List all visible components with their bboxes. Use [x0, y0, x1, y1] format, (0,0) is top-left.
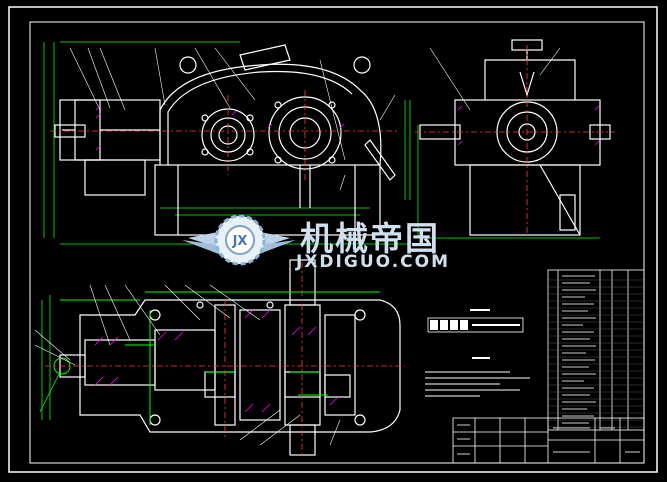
sheet-inner-border: [29, 21, 645, 464]
watermark-logo: JX: [182, 214, 296, 266]
top-section-view: [34, 259, 405, 458]
logo-text: JX: [232, 234, 248, 249]
title-block: [452, 417, 645, 464]
watermark-site: JXDIGUO.COM: [296, 252, 451, 272]
parts-list: [547, 269, 645, 431]
technical-notes: [425, 309, 530, 397]
side-view: [415, 39, 615, 239]
sheet-outer-border: [8, 6, 658, 473]
watermark-brand-cn: 机械帝国: [300, 219, 440, 258]
